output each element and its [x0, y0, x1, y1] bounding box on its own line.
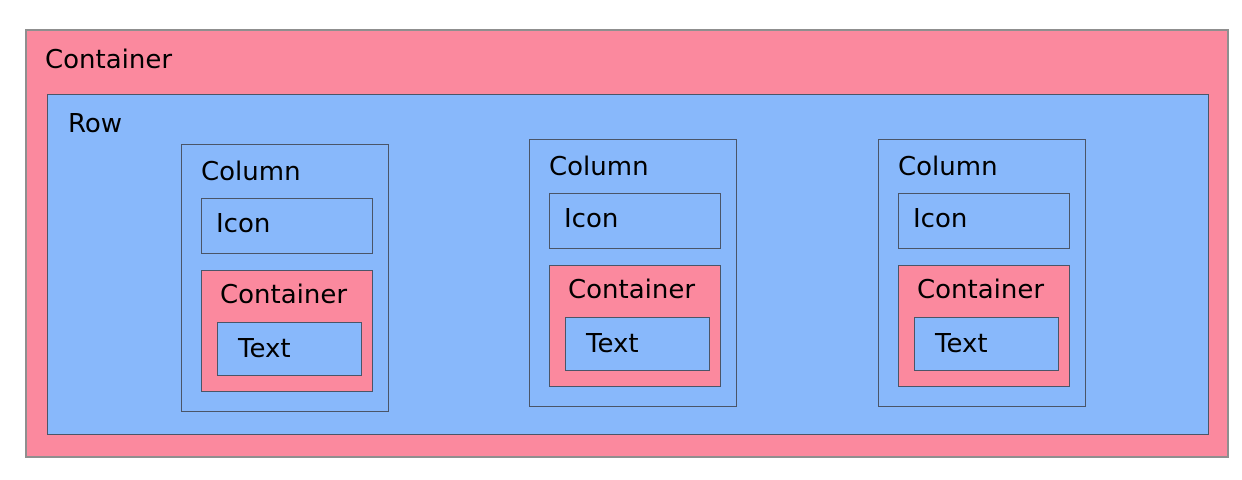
icon-label: Icon [216, 209, 271, 239]
text-label: Text [238, 334, 291, 364]
inner-container-label: Container [220, 280, 348, 310]
column-label: Column [201, 157, 301, 187]
inner-container-label: Container [917, 275, 1045, 305]
column-label: Column [898, 152, 998, 182]
row-label: Row [68, 109, 123, 139]
icon-box: Icon [201, 198, 373, 254]
inner-container-box: Container Text [549, 265, 721, 387]
icon-box: Icon [549, 193, 721, 249]
text-label: Text [586, 329, 639, 359]
text-box: Text [914, 317, 1059, 371]
row-box: Row Column Icon Container Text Column Ic… [47, 94, 1209, 435]
icon-box: Icon [898, 193, 1070, 249]
text-box: Text [565, 317, 710, 371]
icon-label: Icon [913, 204, 968, 234]
icon-label: Icon [564, 204, 619, 234]
inner-container-box: Container Text [201, 270, 373, 392]
column-box-3: Column Icon Container Text [878, 139, 1086, 407]
inner-container-label: Container [568, 275, 696, 305]
root-container-box: Container Row Column Icon Container Text… [25, 29, 1229, 458]
root-container-label: Container [45, 45, 173, 75]
text-box: Text [217, 322, 362, 376]
text-label: Text [935, 329, 988, 359]
inner-container-box: Container Text [898, 265, 1070, 387]
column-box-2: Column Icon Container Text [529, 139, 737, 407]
column-label: Column [549, 152, 649, 182]
column-box-1: Column Icon Container Text [181, 144, 389, 412]
